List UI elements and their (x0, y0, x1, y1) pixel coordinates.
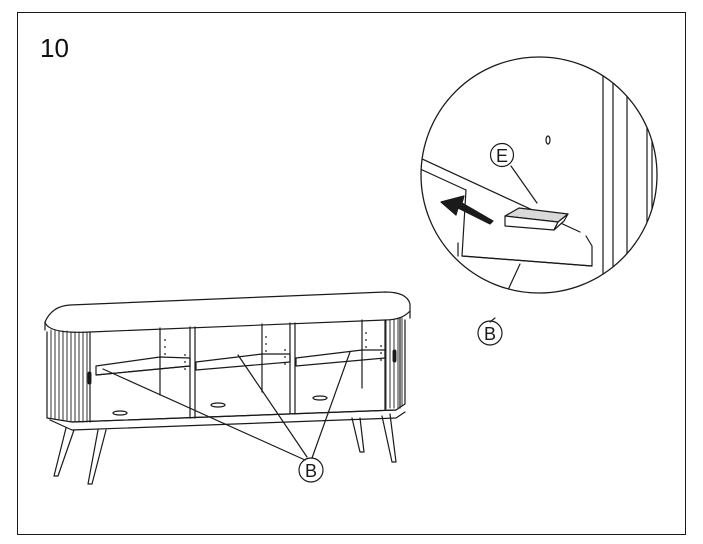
fitting-e (504, 207, 569, 231)
callout-b-detail: B (477, 320, 503, 346)
peg-holes (164, 332, 382, 370)
leaders-b (102, 351, 351, 461)
shelves (95, 349, 386, 376)
leader-e (510, 165, 538, 204)
callout-b-detail-label: B (484, 324, 496, 344)
callout-e: E (489, 142, 515, 168)
direction-arrow (440, 195, 494, 225)
shelf-b-detail (421, 157, 593, 267)
detail-zoom (420, 56, 658, 323)
instruction-panel: 10 (17, 12, 686, 535)
peg-hole (545, 135, 551, 145)
sideboard (44, 291, 411, 485)
tambour-left (50, 329, 92, 423)
callout-b-main-label: B (305, 461, 317, 481)
callout-b-main: B (298, 457, 324, 483)
zoom-circle (420, 56, 658, 294)
step-number: 10 (40, 33, 69, 63)
tambour-right (385, 317, 403, 410)
legs (53, 413, 397, 485)
callout-e-label: E (496, 146, 508, 166)
zoom-content (421, 59, 653, 293)
